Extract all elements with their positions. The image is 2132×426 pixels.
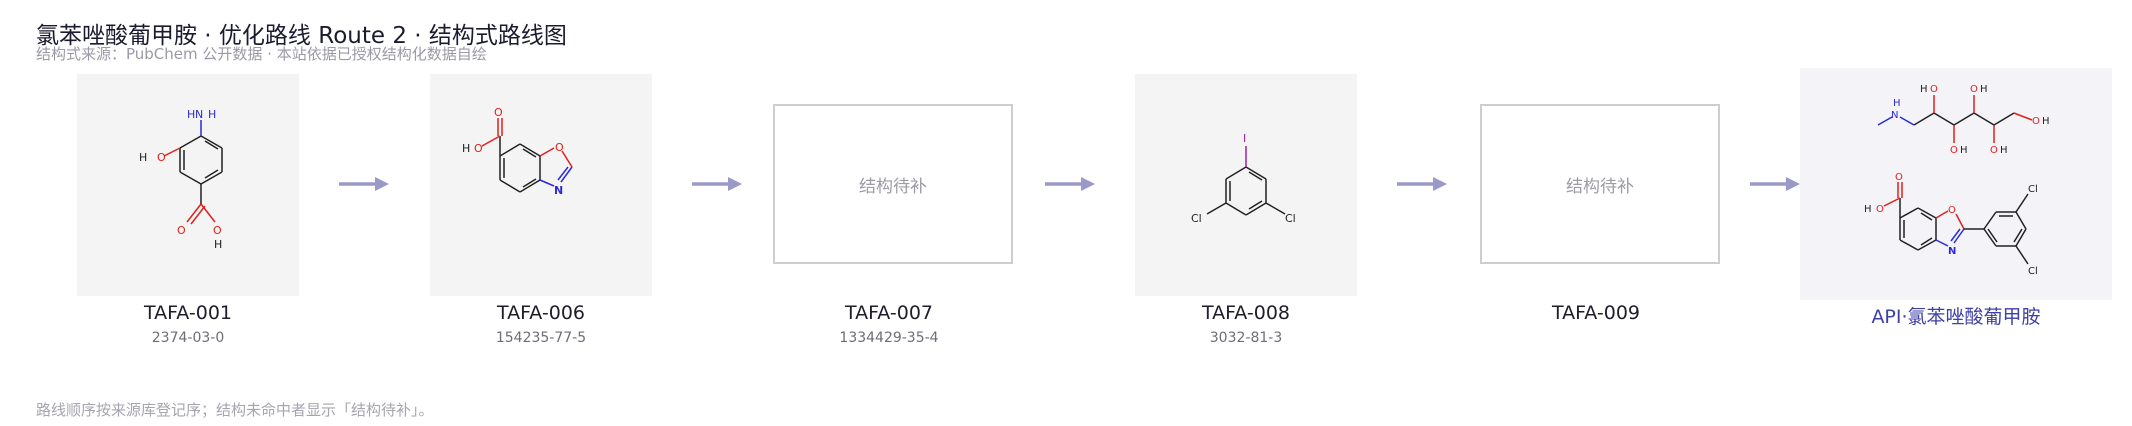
route-step-2[interactable]: O O O H N TAFA-006 154235-77-5 [430,74,652,346]
atom-label-o: O [1990,145,1998,156]
atom-label-h: H [187,108,195,121]
atom-label-o: O [1970,84,1978,95]
structure-placeholder: 结构待补 [1485,74,1707,296]
structure-card-api: N H O H O H O H O H O H [1800,68,2112,300]
atom-label-o: O [1950,145,1958,156]
route-arrow-icon [692,174,742,194]
atom-label-cl: Cl [1191,212,1202,225]
atom-label-o: O [2032,116,2040,127]
atom-label-n: N [195,108,203,121]
atom-label-o: O [474,142,483,155]
api-final-product[interactable]: N H O H O H O H O H O H [1800,68,2112,329]
atom-label-o: O [1895,172,1903,183]
structure-pending-box: 结构待补 [1480,104,1720,264]
route-arrow-icon [339,174,389,194]
intermediate-code: TAFA-001 [77,302,299,324]
page-subtitle: 结构式来源：PubChem 公开数据 · 本站依据已授权结构化数据自绘 [36,43,487,64]
atom-label-n: N [1948,246,1956,257]
atom-label-n: N [1891,110,1898,121]
structure-pending-text: 结构待补 [1566,172,1634,197]
atom-label-o: O [1948,205,1956,216]
structure-drawing-4-amino-3-hydroxybenzoic-acid: N H H O H O O H [77,74,299,296]
cas-number: 1334429-35-4 [778,330,1000,346]
structure-drawing-tafamidis-meglumine: N H O H O H O H O H O H [1800,68,2112,300]
atom-label-n: N [554,184,563,197]
intermediate-code: TAFA-007 [778,302,1000,324]
route-arrow-icon [1045,174,1095,194]
structure-placeholder: 结构待补 [778,74,1000,296]
cas-number: 154235-77-5 [430,330,652,346]
atom-label-h: H [214,238,222,251]
route-arrow-icon [1750,174,1800,194]
cas-number: 2374-03-0 [77,330,299,346]
cas-number: 3032-81-3 [1135,330,1357,346]
atom-label-h: H [139,151,147,164]
atom-label-cl: Cl [2028,184,2038,195]
atom-label-o: O [157,151,166,164]
atom-label-o: O [213,224,222,237]
intermediate-code: TAFA-009 [1485,302,1707,324]
atom-label-h: H [462,142,470,155]
atom-label-h: H [1980,84,1988,95]
atom-label-h: H [1864,204,1872,215]
structure-drawing-benzoxazole-6-carboxylic-acid: O O O H N [430,74,652,296]
structure-card-tafa-006: O O O H N [430,74,652,296]
footnote: 路线顺序按来源库登记序；结构未命中者显示「结构待补」。 [36,399,434,420]
route-step-3[interactable]: 结构待补 TAFA-007 1334429-35-4 [778,74,1000,346]
structure-card-tafa-001: N H H O H O O H [77,74,299,296]
structure-pending-text: 结构待补 [859,172,927,197]
api-label: API·氯苯唑酸葡甲胺 [1800,302,2112,329]
route-step-4[interactable]: I Cl Cl TAFA-008 3032-81-3 [1135,74,1357,346]
structure-card-tafa-008: I Cl Cl [1135,74,1357,296]
atom-label-h: H [1920,84,1928,95]
structure-pending-box: 结构待补 [773,104,1013,264]
route-step-5[interactable]: 结构待补 TAFA-009 [1485,74,1707,330]
atom-label-o: O [1876,204,1884,215]
atom-label-i: I [1243,132,1246,145]
atom-label-h: H [1960,145,1968,156]
atom-label-o: O [494,106,503,119]
route-step-1[interactable]: N H H O H O O H TAFA-001 2374-03-0 [77,74,299,346]
structure-drawing-dichloroiodobenzene: I Cl Cl [1135,74,1357,296]
intermediate-code: TAFA-008 [1135,302,1357,324]
route-arrow-icon [1397,174,1447,194]
atom-label-o: O [555,141,564,154]
intermediate-code: TAFA-006 [430,302,652,324]
atom-label-cl: Cl [2028,266,2038,277]
atom-label-cl: Cl [1285,212,1296,225]
atom-label-o: O [177,224,186,237]
atom-label-h: H [2042,116,2050,127]
atom-label-o: O [1930,84,1938,95]
atom-label-h: H [2000,145,2008,156]
atom-label-h: H [208,108,216,121]
atom-label-h: H [1893,98,1901,109]
